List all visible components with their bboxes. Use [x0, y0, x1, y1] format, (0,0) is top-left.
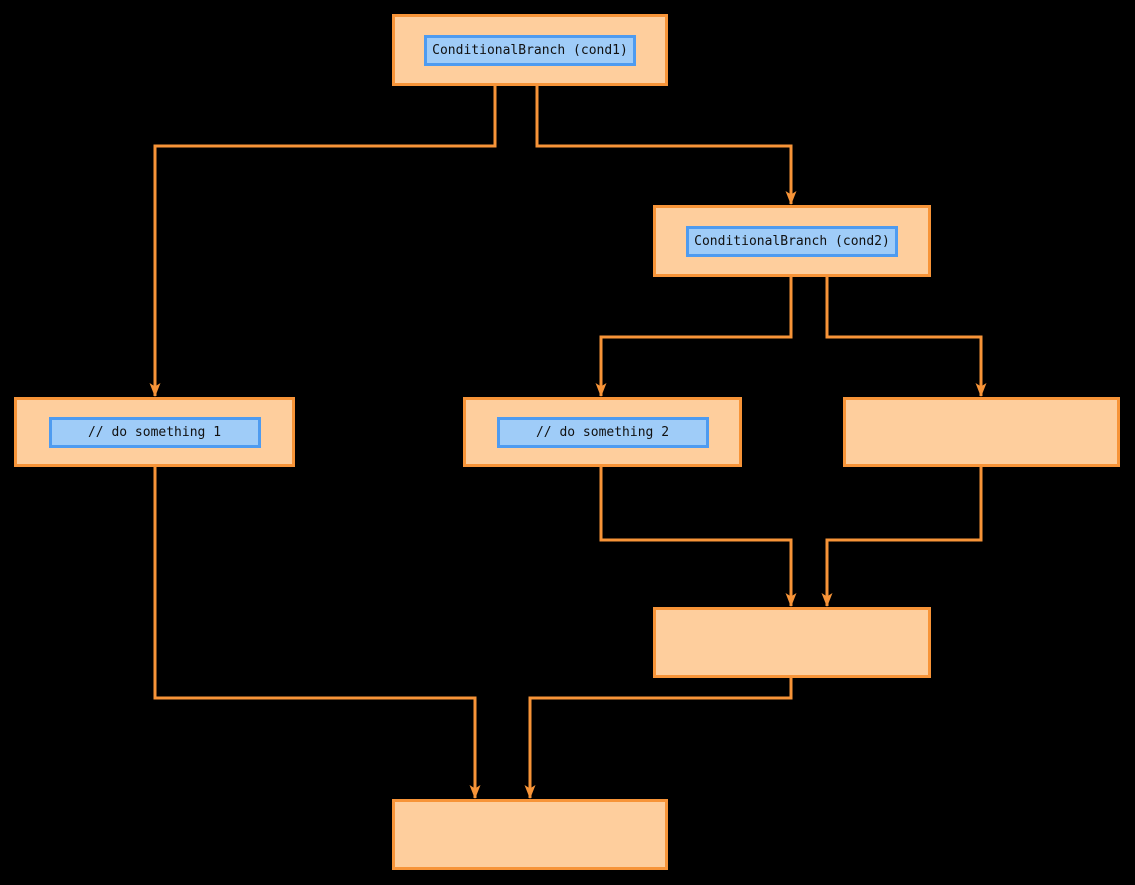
node-label-box: // do something 2 [496, 416, 709, 448]
node-label: // do something 2 [535, 424, 670, 440]
node-merge-block-inner [653, 607, 931, 678]
edge-do1-to-merge1 [153, 467, 481, 799]
edge-do2-to-merge2 [599, 467, 797, 607]
node-label: // do something 1 [87, 424, 222, 440]
edge-else-to-merge2 [821, 467, 983, 607]
node-label-box: ConditionalBranch (cond1) [424, 34, 636, 66]
node-do-something-1: // do something 1 [14, 397, 295, 467]
edge-merge2-to-merge1 [524, 678, 793, 799]
node-label-box: ConditionalBranch (cond2) [686, 225, 898, 257]
node-label-box: // do something 1 [48, 416, 261, 448]
node-conditional-branch-cond1: ConditionalBranch (cond1) [392, 14, 668, 86]
node-cond2-else-block [843, 397, 1120, 467]
edge-cond2-to-else [825, 277, 987, 397]
node-merge-block-outer [392, 799, 668, 870]
node-do-something-2: // do something 2 [463, 397, 742, 467]
edge-cond2-to-do2 [595, 277, 793, 397]
node-conditional-branch-cond2: ConditionalBranch (cond2) [653, 205, 931, 277]
node-label: ConditionalBranch (cond1) [432, 42, 628, 58]
edge-cond1-to-cond2 [535, 86, 797, 205]
edge-cond1-to-do1 [149, 86, 497, 397]
node-label: ConditionalBranch (cond2) [694, 233, 890, 249]
